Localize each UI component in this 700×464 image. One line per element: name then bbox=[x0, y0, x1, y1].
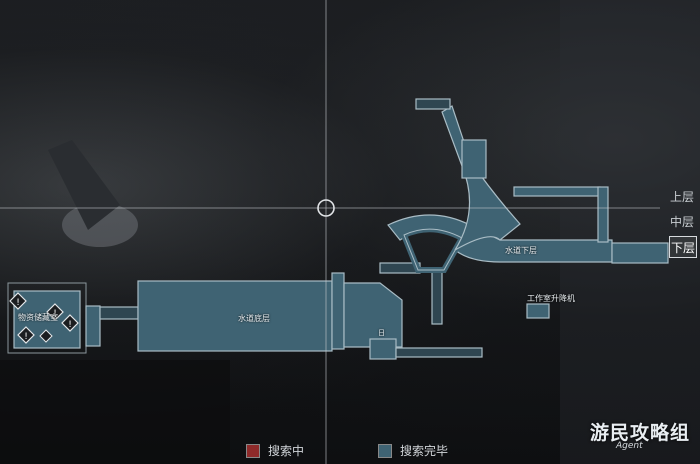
door-room[interactable] bbox=[369, 338, 397, 360]
lamp-arm bbox=[48, 140, 120, 230]
pipe-corridor-top[interactable] bbox=[513, 186, 601, 197]
stair-left[interactable] bbox=[99, 306, 139, 320]
sewer-bottom-connector[interactable] bbox=[331, 272, 345, 350]
workroom-lift-room[interactable] bbox=[526, 303, 550, 319]
warning-icon[interactable]: ! bbox=[61, 314, 79, 332]
stair-mid[interactable] bbox=[431, 271, 443, 325]
stair-bottom[interactable] bbox=[395, 347, 483, 358]
legend-searched-label: 搜索完毕 bbox=[400, 444, 449, 458]
warning-icon[interactable]: ! bbox=[17, 326, 35, 344]
stair-north[interactable] bbox=[415, 98, 451, 110]
sewer-bottom-room[interactable] bbox=[137, 280, 333, 352]
warning-icon[interactable]: ! bbox=[9, 292, 27, 310]
warning-icon[interactable]: ! bbox=[46, 303, 64, 321]
svg-text:!: ! bbox=[24, 332, 28, 342]
triangle-loop[interactable] bbox=[400, 226, 467, 273]
storage-exit-corridor[interactable] bbox=[85, 305, 101, 347]
north-room[interactable] bbox=[461, 139, 487, 179]
label-workroom-lift: 工作室升降机 bbox=[527, 294, 575, 303]
floor-lower-button[interactable]: 下层 bbox=[669, 236, 697, 258]
watermark-logo: 游民攻略组 bbox=[590, 422, 691, 444]
hazard-markers: ! ! ! ! bbox=[9, 292, 79, 344]
crosshair-ring bbox=[317, 199, 335, 217]
label-storage-room: 物资储藏室 bbox=[18, 313, 58, 322]
label-sewer-bottom: 水道底层 bbox=[238, 314, 270, 323]
sewer-bottom-east-room[interactable] bbox=[343, 282, 403, 348]
east-exit-corridor[interactable] bbox=[611, 242, 669, 264]
floor-upper-button[interactable]: 上层 bbox=[669, 189, 694, 204]
svg-text:!: ! bbox=[16, 298, 20, 308]
pipe-corridor-right[interactable] bbox=[597, 186, 609, 243]
legend-searching-label: 搜索中 bbox=[268, 444, 305, 458]
legend-searching-swatch bbox=[246, 443, 260, 458]
legend-searching: 搜索中 bbox=[246, 442, 304, 459]
label-sewer-lower: 水道下层 bbox=[505, 246, 537, 255]
label-door-mark: 日 bbox=[378, 329, 385, 337]
watermark-sub: Agent bbox=[616, 441, 643, 451]
svg-text:!: ! bbox=[68, 320, 72, 330]
legend-searched-swatch bbox=[378, 443, 392, 458]
legend-searched: 搜索完毕 bbox=[378, 442, 448, 459]
desk-shadow bbox=[0, 360, 230, 464]
wall-texture bbox=[560, 0, 700, 464]
floor-middle-button[interactable]: 中层 bbox=[669, 214, 694, 229]
svg-text:!: ! bbox=[53, 309, 57, 319]
warning-icon[interactable] bbox=[39, 329, 53, 343]
